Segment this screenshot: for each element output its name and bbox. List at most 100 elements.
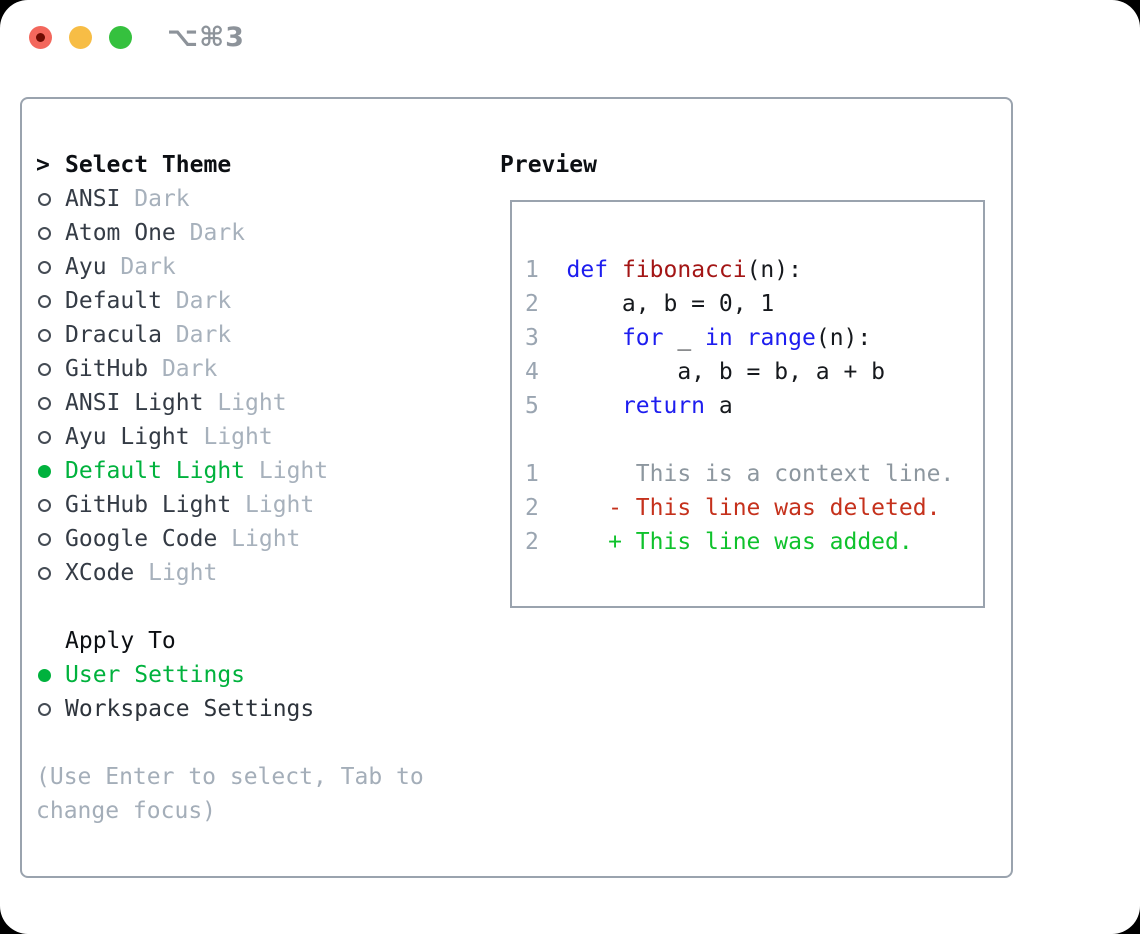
code-segment-num: 1	[525, 257, 567, 283]
code-segment-num: 2	[525, 291, 567, 317]
code-segment-del: - This line was deleted.	[566, 495, 941, 521]
radio-icon	[38, 328, 51, 342]
code-segment-num: 4	[525, 359, 567, 385]
apply-to-label: User Settings	[65, 662, 246, 688]
radio-icon	[38, 566, 51, 580]
theme-variant: Dark	[189, 220, 246, 246]
theme-variant: Light	[231, 526, 301, 552]
zoom-button[interactable]	[109, 26, 132, 49]
radio-marker[interactable]	[36, 430, 65, 444]
theme-variant: Light	[203, 424, 273, 450]
radio-marker[interactable]	[36, 294, 65, 308]
theme-option[interactable]: Ayu Light Light	[36, 420, 424, 454]
code-segment-code: a	[705, 393, 733, 419]
radio-marker[interactable]	[36, 192, 65, 206]
radio-marker[interactable]	[36, 396, 65, 410]
code-segment-code	[608, 257, 622, 283]
theme-name: Google Code	[65, 526, 232, 552]
code-line: 2 + This line was added.	[525, 525, 983, 559]
code-line: 5 return a	[525, 389, 983, 423]
select-theme-header-row: > Select Theme	[36, 148, 424, 182]
radio-marker[interactable]	[36, 498, 65, 512]
code-segment-code: (n):	[746, 257, 802, 283]
radio-marker[interactable]	[36, 362, 65, 376]
theme-name: Ayu	[65, 254, 121, 280]
radio-icon	[38, 192, 51, 206]
radio-marker[interactable]	[36, 260, 65, 274]
theme-option[interactable]: GitHub Light Light	[36, 488, 424, 522]
theme-option[interactable]: Google Code Light	[36, 522, 424, 556]
radio-selected-icon	[38, 464, 51, 478]
code-segment-ctx: This is a context line.	[566, 461, 955, 487]
apply-to-option[interactable]: Workspace Settings	[36, 692, 424, 726]
radio-marker[interactable]	[36, 566, 65, 580]
theme-option[interactable]: ANSI Light Light	[36, 386, 424, 420]
code-segment-add: + This line was added.	[566, 529, 913, 555]
theme-name: GitHub Light	[65, 492, 246, 518]
code-segment-kw: def	[566, 257, 609, 283]
spacer	[36, 726, 424, 760]
theme-variant: Dark	[175, 322, 232, 348]
theme-option[interactable]: ANSI Dark	[36, 182, 424, 216]
theme-name: GitHub	[65, 356, 162, 382]
theme-option[interactable]: Default Light Light	[36, 454, 424, 488]
theme-variant: Light	[245, 492, 315, 518]
apply-to-header-row: Apply To	[36, 624, 424, 658]
theme-variant: Light	[148, 560, 218, 586]
code-segment-fn: fibonacci	[621, 257, 747, 283]
apply-to-label: Workspace Settings	[65, 696, 315, 722]
radio-icon	[38, 430, 51, 444]
minimize-button[interactable]	[69, 26, 92, 49]
code-line: 4 a, b = b, a + b	[525, 355, 983, 389]
hint-line-1: (Use Enter to select, Tab to	[36, 764, 424, 790]
close-button[interactable]	[29, 26, 52, 49]
theme-name: Atom One	[65, 220, 190, 246]
theme-option[interactable]: Default Dark	[36, 284, 424, 318]
radio-icon	[38, 362, 51, 376]
radio-marker[interactable]	[36, 464, 65, 478]
radio-icon	[38, 702, 51, 716]
theme-variant: Dark	[175, 288, 232, 314]
code-segment-kw: range	[746, 325, 816, 351]
radio-icon	[38, 396, 51, 410]
code-line: 3 for _ in range(n):	[525, 321, 983, 355]
theme-option[interactable]: Ayu Dark	[36, 250, 424, 284]
code-line: 2 - This line was deleted.	[525, 491, 983, 525]
radio-icon	[38, 260, 51, 274]
radio-icon	[38, 498, 51, 512]
radio-marker[interactable]	[36, 668, 65, 682]
code-segment-code: a, b = b, a + b	[566, 359, 886, 385]
theme-option[interactable]: Atom One Dark	[36, 216, 424, 250]
code-line: 1 This is a context line.	[525, 457, 983, 491]
hint-line-2: change focus)	[36, 798, 217, 824]
radio-marker[interactable]	[36, 702, 65, 716]
preview-header: Preview	[500, 152, 597, 178]
code-segment-num: 2	[525, 529, 567, 555]
radio-marker[interactable]	[36, 328, 65, 342]
theme-option[interactable]: GitHub Dark	[36, 352, 424, 386]
theme-name: Dracula	[65, 322, 176, 348]
radio-marker[interactable]	[36, 532, 65, 546]
theme-variant: Light	[217, 390, 287, 416]
spacer	[36, 590, 424, 624]
theme-name: ANSI	[65, 186, 135, 212]
theme-option[interactable]: XCode Light	[36, 556, 424, 590]
code-segment-code: (n):	[815, 325, 872, 351]
theme-name: Default	[65, 288, 176, 314]
prompt-icon: >	[36, 152, 50, 178]
theme-name: Ayu Light	[65, 424, 204, 450]
apply-to-option[interactable]: User Settings	[36, 658, 424, 692]
apply-to-header: Apply To	[65, 628, 176, 654]
radio-marker[interactable]	[36, 226, 65, 240]
code-line	[525, 423, 983, 457]
code-segment-num: 1	[525, 461, 567, 487]
radio-icon	[38, 294, 51, 308]
code-segment-code	[733, 325, 747, 351]
theme-option[interactable]: Dracula Dark	[36, 318, 424, 352]
